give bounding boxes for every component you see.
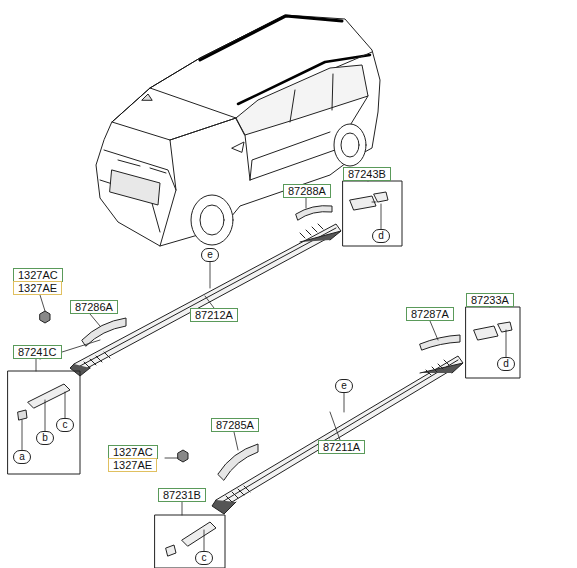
callout-circle: c: [56, 418, 74, 432]
part-number: 87212A: [195, 309, 233, 321]
callout-letter: c: [57, 419, 73, 431]
callout-circle: d: [372, 229, 390, 243]
part-number-box: 87231B: [158, 488, 206, 502]
nut: [178, 450, 188, 462]
callout-letter: b: [37, 432, 53, 444]
callout-circle: d: [497, 357, 515, 371]
part-number: 87231B: [163, 489, 201, 501]
part-number-box: 87243B: [343, 167, 391, 181]
part-number-box: 87241C: [13, 345, 62, 359]
roof-rail-right: [212, 356, 463, 514]
part-number: 87286A: [75, 301, 113, 313]
part-number: 1327AE: [113, 459, 152, 471]
callout-letter: e: [336, 380, 352, 392]
callout-letter: c: [196, 552, 212, 564]
callout-letter: d: [498, 358, 514, 370]
detail-frame: [466, 307, 520, 378]
part-number: 1327AC: [18, 269, 58, 281]
detail-frame: [8, 371, 80, 474]
detail-frame: [343, 181, 402, 246]
detail-frame: [155, 515, 225, 568]
callout-circle: a: [13, 450, 31, 464]
part-number-box: 1327AC: [108, 445, 158, 459]
part-number: 87285A: [216, 419, 254, 431]
callout-letter: d: [373, 230, 389, 242]
roof-rail-left: [70, 224, 341, 376]
car-illustration: [96, 15, 380, 246]
part-number: 1327AE: [18, 282, 57, 294]
callout-circle: e: [335, 379, 353, 393]
cover-piece: [420, 335, 460, 350]
leader-lines: [22, 181, 506, 551]
part-number: 1327AC: [113, 446, 153, 458]
callout-circle: c: [195, 551, 213, 565]
part-number: 87288A: [288, 185, 326, 197]
part-number-box: 87212A: [190, 308, 238, 322]
part-number-box: 1327AC: [13, 268, 63, 282]
callout-circle: e: [201, 248, 219, 262]
part-number-box: 87211A: [318, 440, 365, 454]
part-number-box: 87233A: [466, 293, 514, 307]
part-number: 87243B: [348, 168, 386, 180]
part-number-box: 87288A: [283, 184, 331, 198]
part-number-box: 87287A: [406, 307, 454, 321]
callout-letter: a: [14, 451, 30, 463]
part-number: 87287A: [411, 308, 449, 320]
callout-letter: e: [202, 249, 218, 261]
callout-circle: b: [36, 431, 54, 445]
part-number-box: 87285A: [211, 418, 259, 432]
part-number: 87233A: [471, 294, 509, 306]
part-number: 87211A: [323, 441, 360, 453]
part-number-box: 1327AE: [13, 281, 62, 295]
part-number-box: 87286A: [70, 300, 118, 314]
nut: [40, 311, 50, 323]
cover-piece: [296, 206, 332, 220]
part-number: 87241C: [18, 346, 57, 358]
part-number-box: 1327AE: [108, 458, 157, 472]
cover-piece: [82, 318, 126, 346]
